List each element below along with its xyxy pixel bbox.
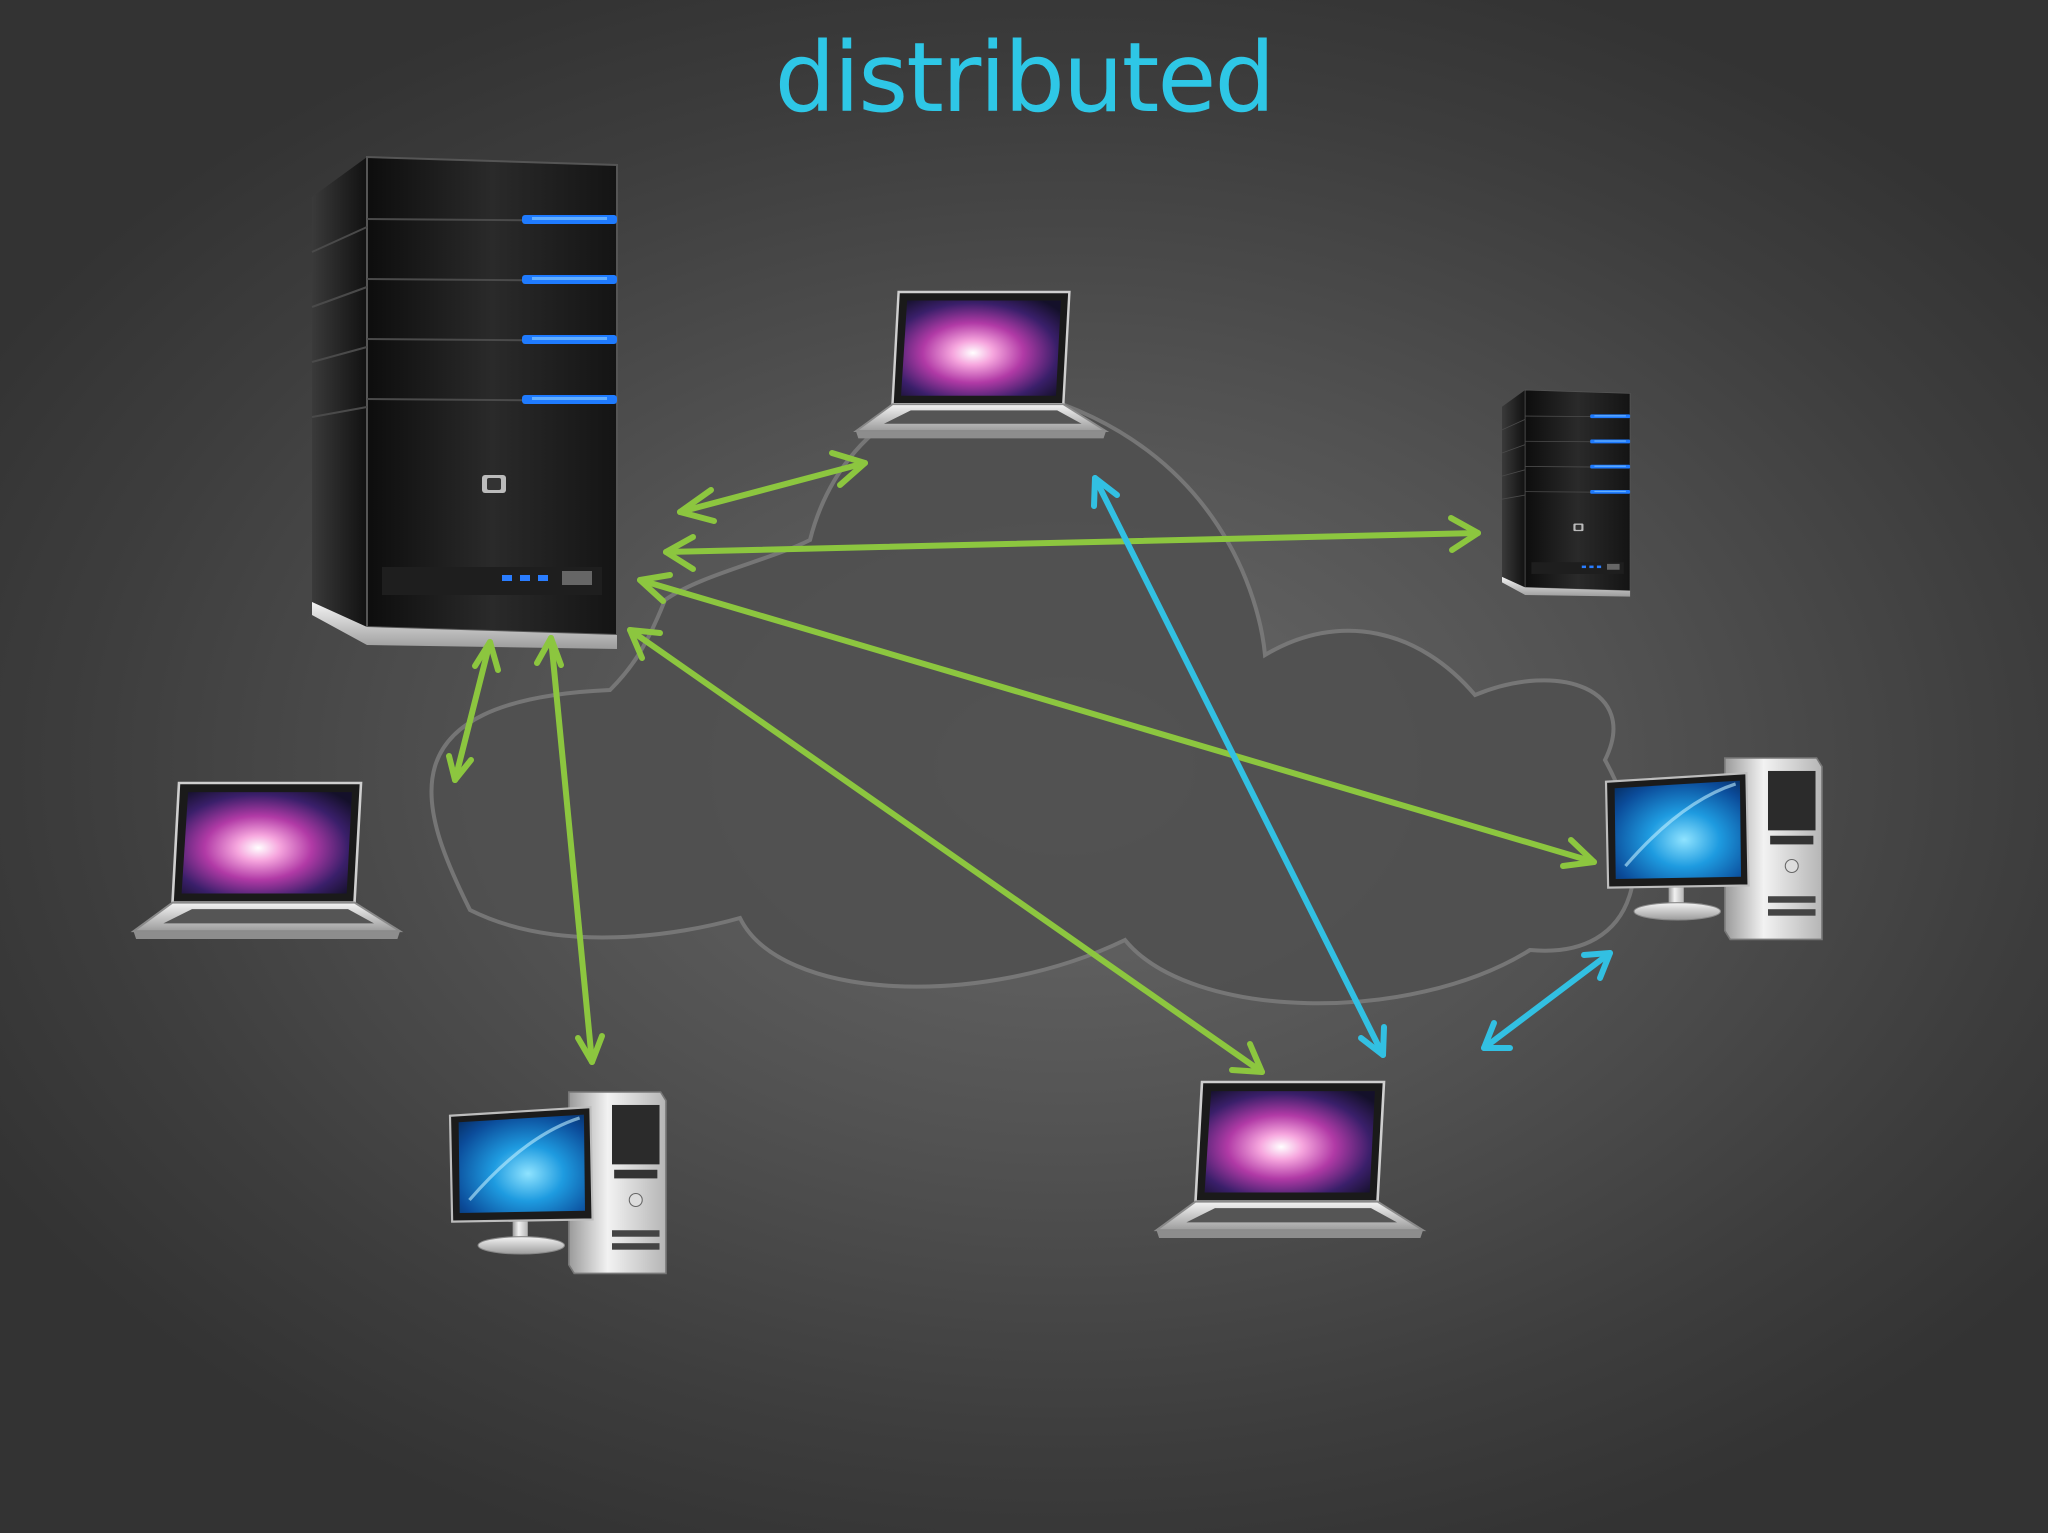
link-main-server-laptop-bottom-right [627, 627, 1265, 1075]
link-main-server-server-right [663, 530, 1481, 555]
network-links [452, 460, 1613, 1075]
link-main-server-desktop-right [637, 577, 1597, 865]
laptop-left-icon [132, 781, 402, 941]
link-laptop-top-laptop-bottom-right [1092, 475, 1386, 1058]
arrowheads [446, 450, 1613, 1075]
link-main-server-laptop-left [452, 639, 493, 783]
slide-title: distributed [774, 22, 1276, 134]
desktop-right-icon [1604, 756, 1824, 942]
link-laptop-bottom-right-desktop-right [1481, 950, 1613, 1051]
server-right-icon [1501, 389, 1631, 598]
desktop-bottom-left-icon [448, 1090, 668, 1276]
laptop-top-icon [854, 290, 1108, 440]
main-server-icon [311, 156, 618, 650]
link-main-server-desktop-bottom-left [548, 635, 595, 1065]
link-main-server-laptop-top [677, 460, 868, 515]
laptop-bottom-right-icon [1155, 1080, 1425, 1240]
